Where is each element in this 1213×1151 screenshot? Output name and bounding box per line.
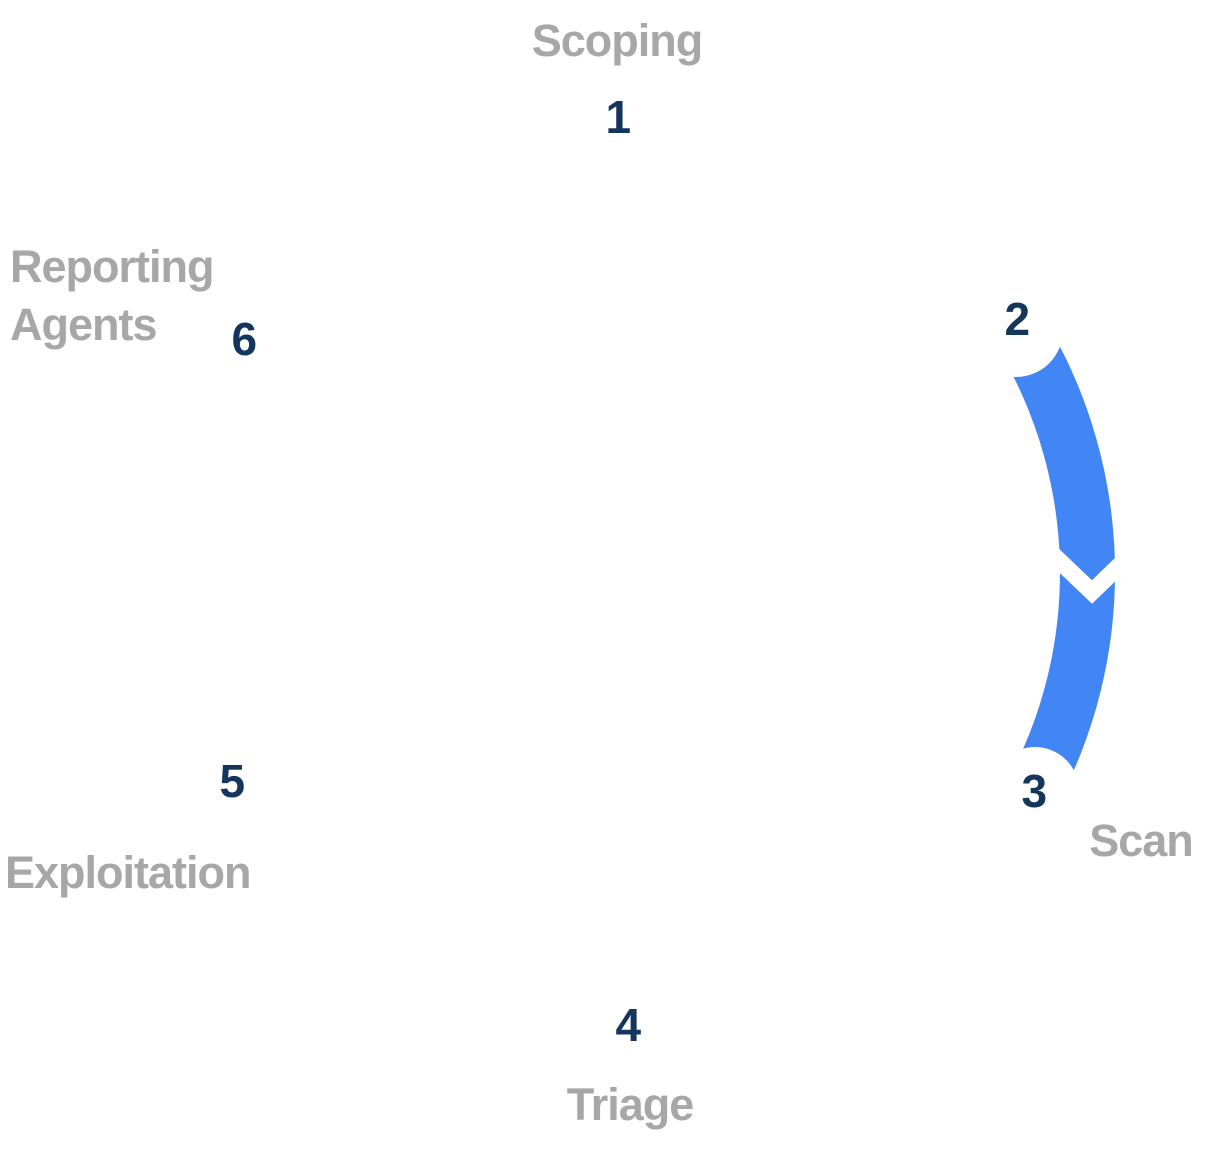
step-3-number: 3 bbox=[1021, 765, 1047, 817]
node-3-cutout bbox=[991, 747, 1079, 835]
step-2-number: 2 bbox=[1004, 293, 1030, 345]
arrow-chevron-icon bbox=[1042, 543, 1128, 604]
step-4-label: Triage bbox=[566, 1079, 695, 1130]
step-3-label: Scan bbox=[1089, 815, 1194, 866]
step-1-label: Scoping bbox=[531, 15, 703, 66]
step-5-number: 5 bbox=[219, 755, 245, 807]
step-6-label: Reporting Agents bbox=[10, 241, 214, 350]
step-1-number: 1 bbox=[605, 91, 631, 143]
arc-band bbox=[987, 300, 1116, 816]
step-5-label: Exploitation bbox=[5, 847, 251, 898]
step-6-number: 6 bbox=[231, 313, 257, 365]
node-2-cutout bbox=[969, 283, 1063, 377]
step-4-number: 4 bbox=[615, 999, 641, 1051]
